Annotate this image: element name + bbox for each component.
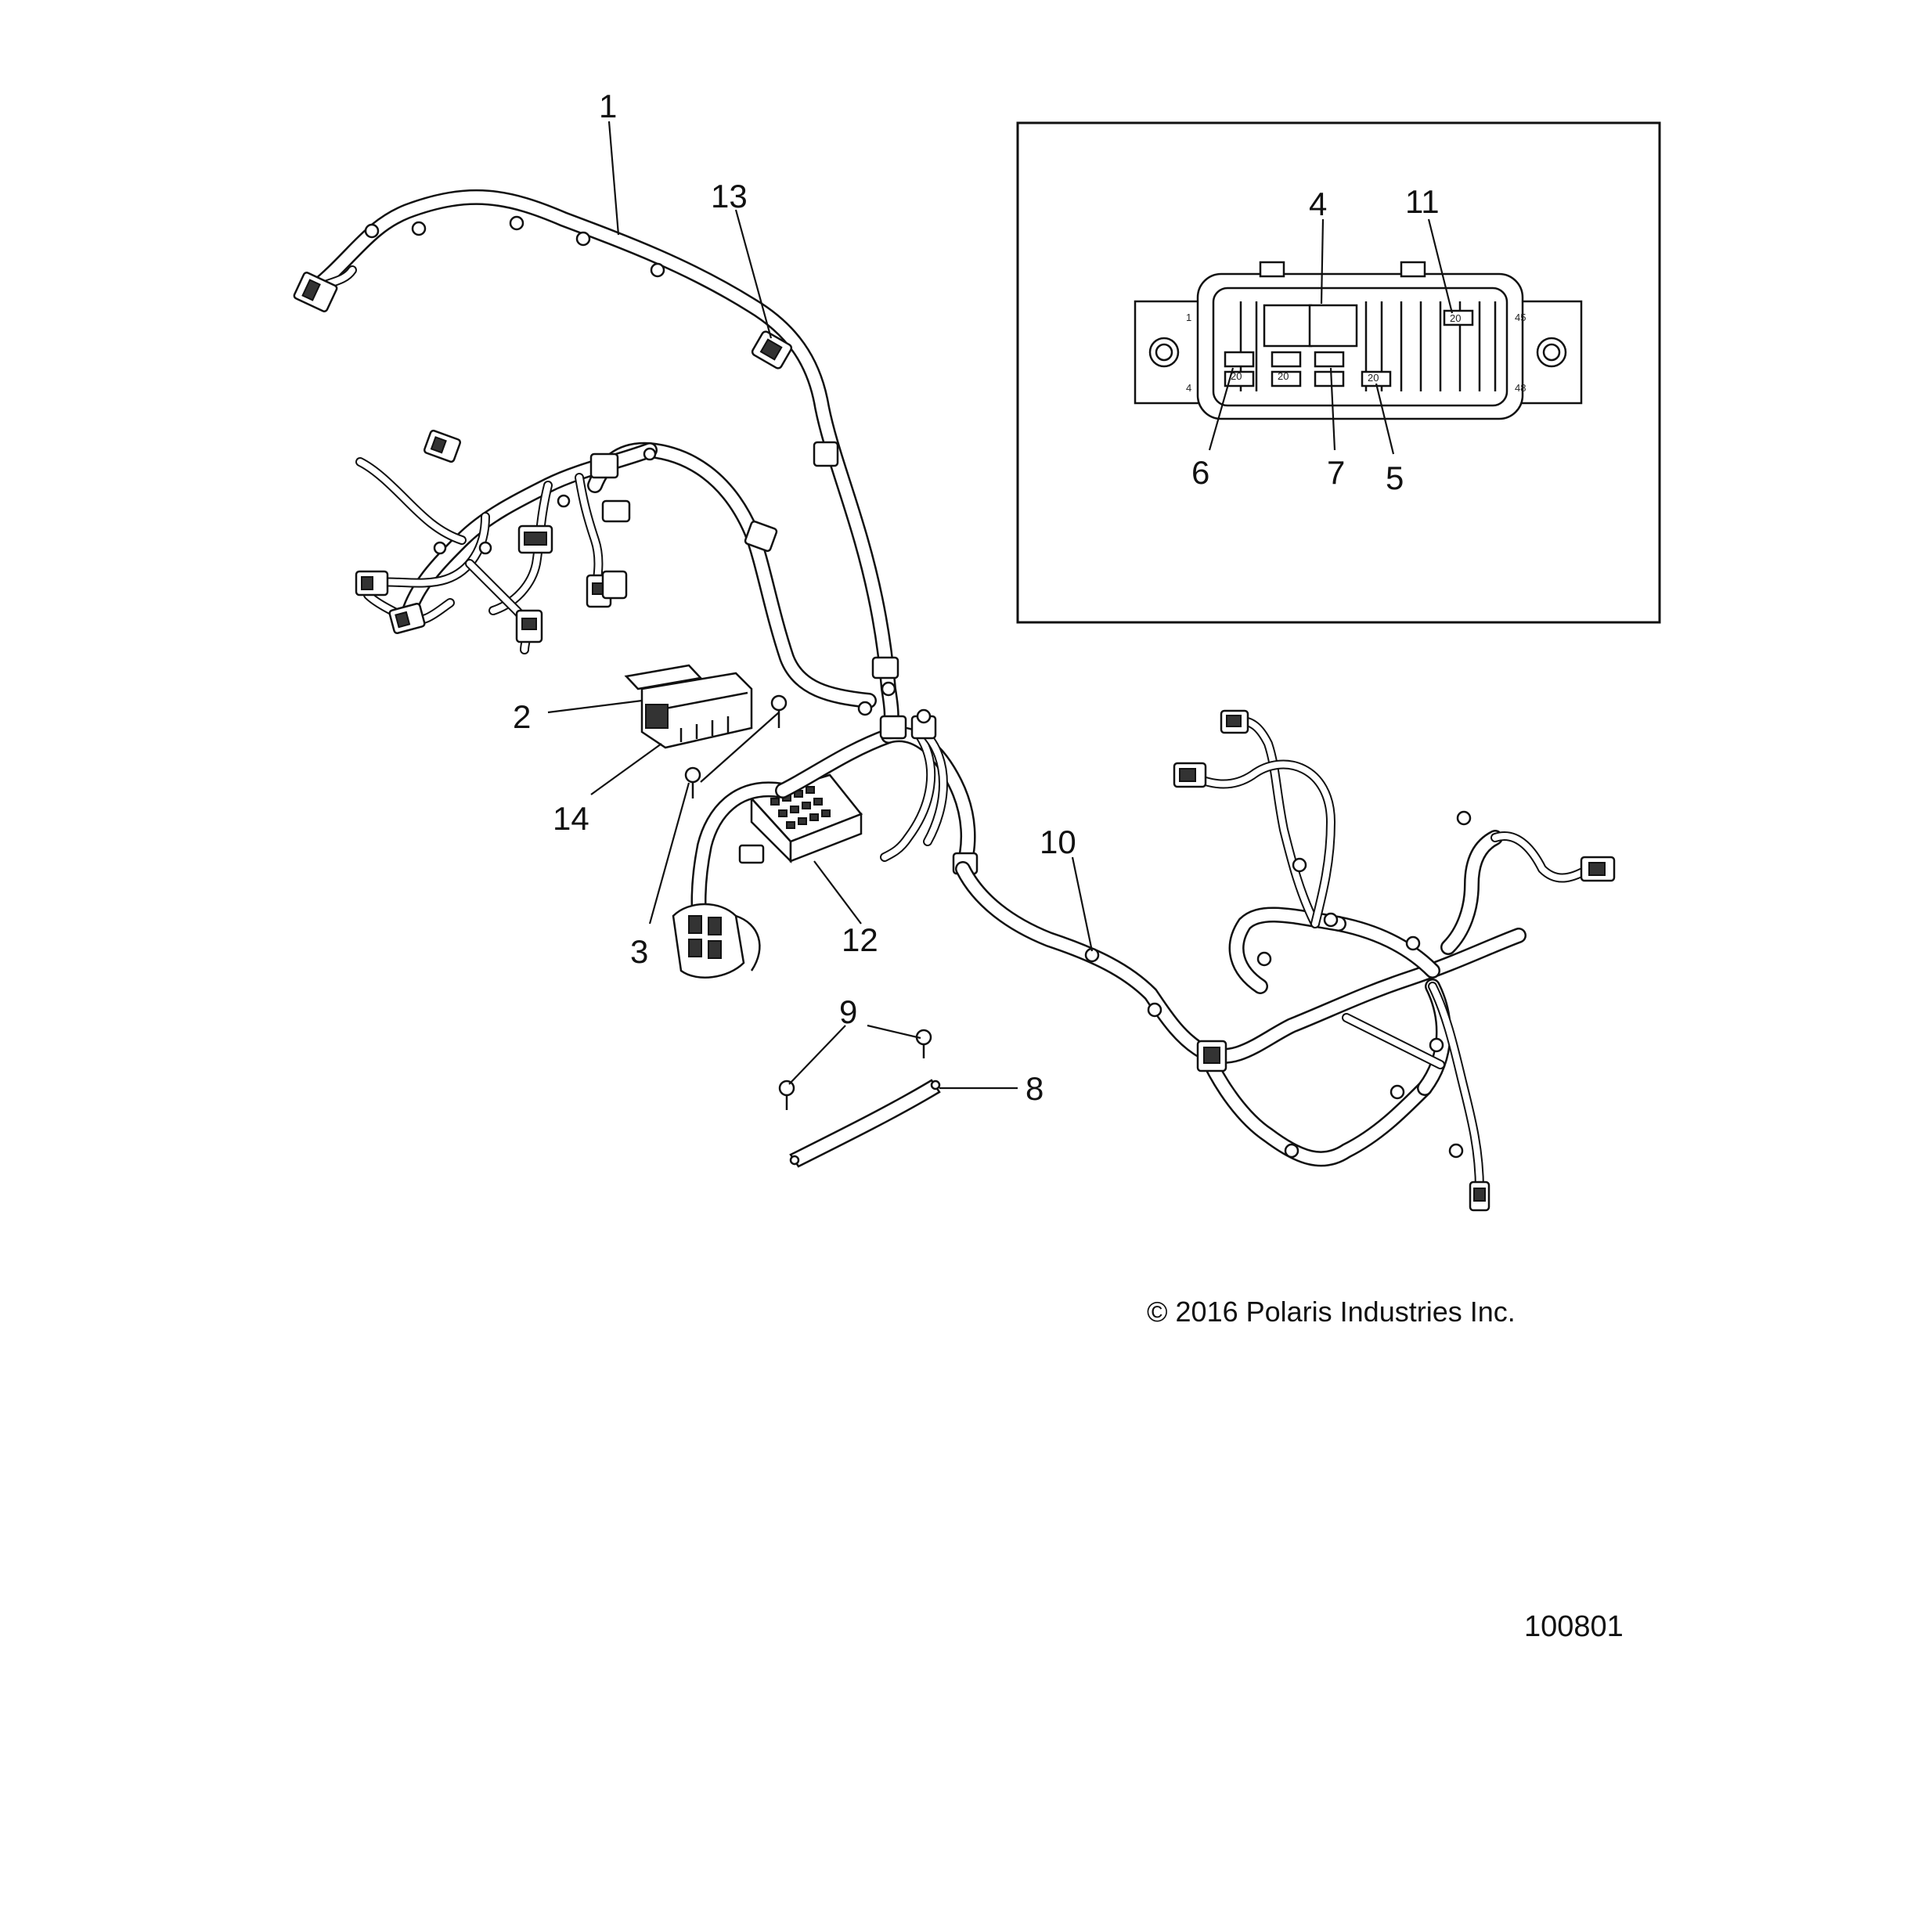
pin-label-1: 1 xyxy=(1186,312,1191,323)
right-harness-branches xyxy=(1185,715,1594,1195)
pin-label-20d: 20 xyxy=(1450,312,1461,324)
pin-label-48: 48 xyxy=(1515,382,1526,394)
trunk-junction xyxy=(857,681,979,877)
pin-label-4: 4 xyxy=(1186,382,1191,394)
label-2 xyxy=(624,664,703,690)
pin-label-20b: 20 xyxy=(1278,370,1289,382)
large-connector-3 xyxy=(672,903,761,979)
pin-label-20a: 20 xyxy=(1231,370,1242,382)
screws-9 xyxy=(778,1029,932,1110)
callout-13: 13 xyxy=(711,178,748,214)
callout-9: 9 xyxy=(839,993,857,1030)
fuse-slots xyxy=(770,786,831,829)
callout-8: 8 xyxy=(1025,1070,1043,1107)
ecu-module-14 xyxy=(640,672,753,749)
pin-label-45: 45 xyxy=(1515,312,1526,323)
ecu-ribs xyxy=(679,716,730,742)
inset-fuse-cells xyxy=(1224,309,1474,387)
connector-top-left xyxy=(293,272,338,312)
callout-1: 1 xyxy=(599,88,617,124)
right-harness-10 xyxy=(955,830,1526,1167)
figure-number: 100801 xyxy=(1524,1610,1624,1643)
bracket-8 xyxy=(789,1079,941,1168)
pin-label-20c: 20 xyxy=(1368,372,1379,384)
callout-2: 2 xyxy=(513,698,531,735)
right-harness-connectors xyxy=(1084,709,1616,1212)
callout-14: 14 xyxy=(553,800,589,837)
fuse-box-screws-3 xyxy=(684,694,788,798)
callout-5: 5 xyxy=(1386,460,1404,496)
harness-clips-top xyxy=(364,215,665,278)
callout-7: 7 xyxy=(1327,454,1345,491)
left-branch-connectors xyxy=(355,429,778,643)
grommet-13 xyxy=(751,330,793,369)
callout-12: 12 xyxy=(842,921,878,958)
inset-connector-body xyxy=(1134,261,1583,420)
callout-3: 3 xyxy=(630,933,648,970)
connector-inset: 45 48 4 1 20 20 20 20 4 11 6 7 5 xyxy=(1016,121,1661,624)
callout-11: 11 xyxy=(1405,183,1440,220)
callout-leaders xyxy=(547,121,1094,1090)
copyright-notice: © 2016 Polaris Industries Inc. xyxy=(1147,1296,1516,1328)
harness-sleeve xyxy=(813,441,899,679)
callout-4: 4 xyxy=(1309,186,1327,222)
callout-6: 6 xyxy=(1191,454,1209,491)
callout-10: 10 xyxy=(1040,824,1076,860)
